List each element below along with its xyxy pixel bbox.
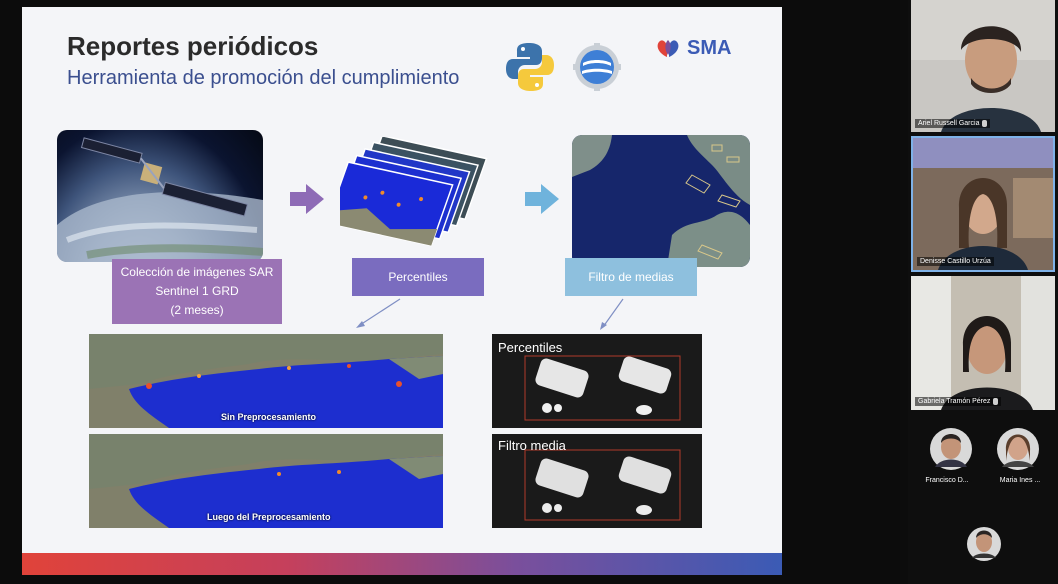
participant-tile-francisco[interactable]: Francisco D... [911,415,983,500]
participant-name-tag: Denisse Castillo Urzúa [917,257,994,266]
participant-video-icon [911,276,1055,410]
sentinel-satellite-icon [57,137,263,262]
participant-tile-denisse[interactable]: Denisse Castillo Urzúa [911,136,1055,272]
sma-logo-icon [657,40,679,57]
arrow-right-icon [290,184,324,214]
step-filter-text: Filtro de medias [588,269,674,284]
map-before-preprocessing: Sin Preprocesamiento [89,334,443,428]
step-percentiles-text: Percentiles [388,269,448,284]
step-sar-line-2: Sentinel 1 GRD [155,284,239,298]
participant-name: Francisco D... [925,477,969,484]
step-percentiles-label: Percentiles [352,258,484,296]
avatar [930,428,972,470]
participants-panel: Ariel Russell Garcia Denisse Castillo Ur… [908,0,1058,584]
participant-name: Denisse Castillo Urzúa [920,258,991,265]
participant-video-icon [913,138,1053,270]
sma-logo-text: SMA [687,37,732,59]
slide-title: Reportes periódicos [67,31,319,61]
mic-muted-icon [982,120,988,127]
mic-muted-icon [993,398,999,405]
percentiles-detail-image: Percentiles [492,334,702,428]
map-before-caption: Sin Preprocesamiento [221,412,317,422]
filtered-sar-map [572,135,750,267]
step-sar-collection-label: Colección de imágenes SAR Sentinel 1 GRD… [112,259,282,324]
participant-video-icon [911,0,1055,132]
participant-tile-gabriela[interactable]: Gabriela Tramón Pérez [911,276,1055,410]
avatar [967,527,1001,561]
step-filter-label: Filtro de medias [565,258,697,296]
earth-engine-logo-icon [573,43,621,91]
arrow-right-icon [525,184,559,214]
satellite-image [57,130,263,262]
participant-name: Gabriela Tramón Pérez [918,398,991,405]
participant-name-tag: Gabriela Tramón Pérez [915,397,1002,406]
participant-name: Ariel Russell Garcia [918,120,980,127]
participant-tile-maria-ines[interactable]: Maria Ines ... [984,415,1056,500]
connector-arrow-icon [600,298,624,330]
connector-arrow-icon [356,298,401,328]
map-after-caption: Luego del Preprocesamiento [207,512,331,522]
shared-slide: Reportes periódicos Herramienta de promo… [22,7,782,575]
map-after-preprocessing: Luego del Preprocesamiento [89,434,443,528]
mean-filter-caption: Filtro media [498,438,566,453]
stacked-sar-images [340,137,488,247]
slide-footer-bar [22,553,782,575]
step-sar-line-3: (2 meses) [170,303,224,317]
avatar [997,428,1039,470]
python-logo-icon [506,43,554,91]
slide-subtitle: Herramienta de promoción del cumplimient… [67,67,460,89]
participant-name: Maria Ines ... [999,477,1041,484]
participant-tile-ariel[interactable]: Ariel Russell Garcia [911,0,1055,132]
participant-name-tag: Ariel Russell Garcia [915,119,991,128]
participant-tile-unnamed[interactable] [948,510,1020,584]
percentiles-caption: Percentiles [498,340,563,355]
mean-filter-detail-image: Filtro media [492,434,702,528]
step-sar-line-1: Colección de imágenes SAR [120,265,274,279]
